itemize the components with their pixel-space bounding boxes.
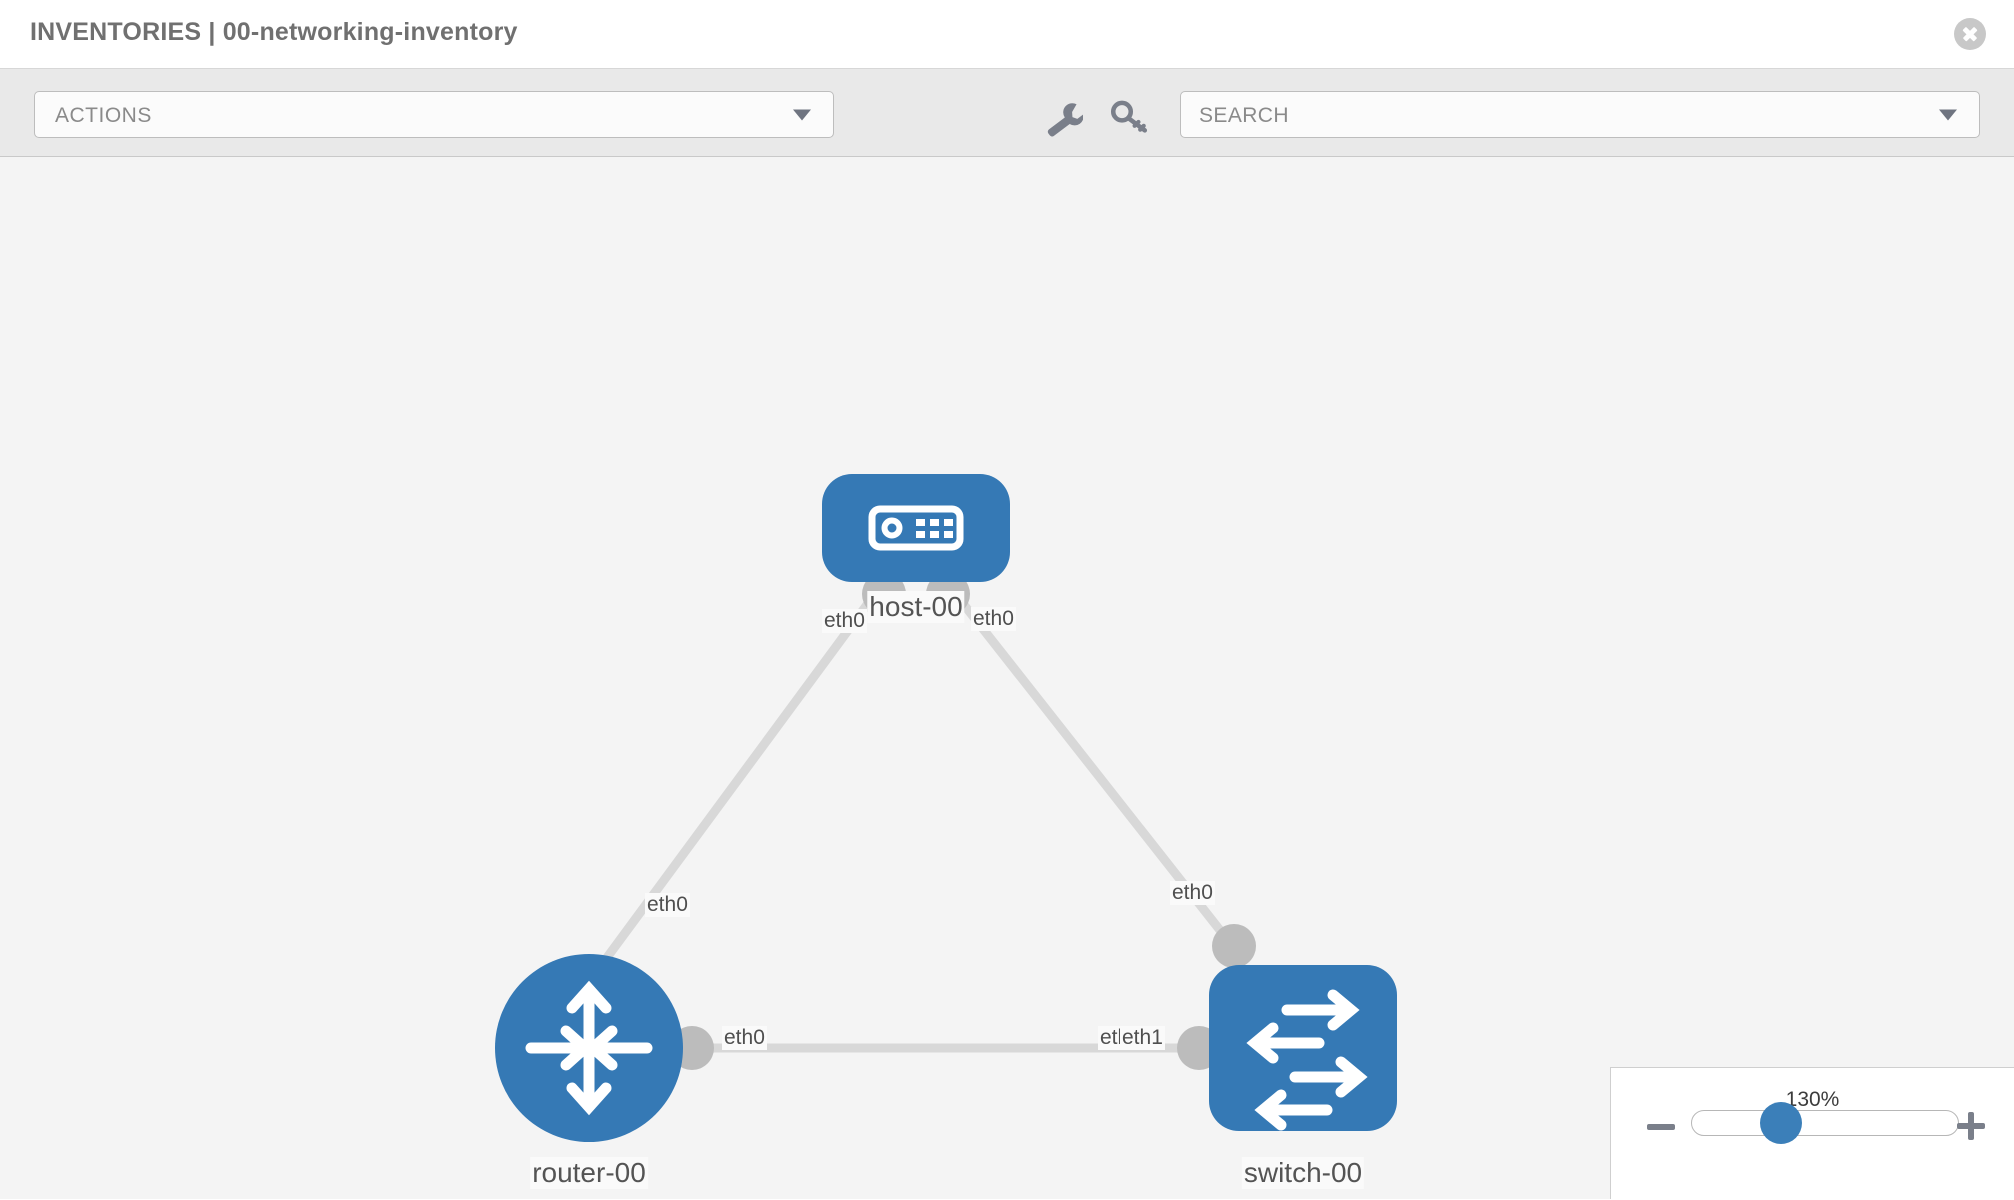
port-label-switch-upper: eth0 bbox=[1170, 881, 1215, 905]
node-router-00 bbox=[495, 954, 683, 1142]
actions-dropdown[interactable]: ACTIONS bbox=[34, 91, 834, 138]
switch-arrows-icon bbox=[1246, 989, 1368, 1131]
topology-links bbox=[596, 584, 1249, 1053]
topology-graph bbox=[495, 474, 1397, 1142]
port-label-router-right: eth0 bbox=[722, 1026, 767, 1050]
node-host-00 bbox=[822, 474, 1010, 582]
plus-icon[interactable] bbox=[1956, 1111, 1986, 1141]
node-label-switch-00: switch-00 bbox=[1241, 1157, 1365, 1189]
chevron-down-icon bbox=[793, 109, 811, 120]
node-label-host-00: host-00 bbox=[867, 591, 965, 623]
port-label-switch-left: eth1 bbox=[1120, 1026, 1165, 1050]
search-placeholder: SEARCH bbox=[1199, 104, 1289, 127]
zoom-slider-track[interactable] bbox=[1691, 1110, 1959, 1136]
link-host-switch bbox=[946, 584, 1249, 965]
node-label-router-00: router-00 bbox=[530, 1157, 648, 1189]
link-host-router bbox=[596, 584, 884, 970]
wrench-icon[interactable] bbox=[1041, 95, 1083, 137]
topology-canvas[interactable]: host-00 router-00 switch-00 eth0 eth0 et… bbox=[0, 157, 2014, 1199]
page-title: INVENTORIES | 00-networking-inventory bbox=[30, 18, 518, 46]
chevron-down-icon[interactable] bbox=[1939, 109, 1957, 120]
port-circle-switch-top bbox=[1212, 924, 1256, 968]
minus-icon[interactable] bbox=[1647, 1124, 1675, 1130]
server-icon bbox=[868, 505, 964, 551]
key-icon[interactable] bbox=[1108, 95, 1150, 137]
close-icon[interactable] bbox=[1954, 18, 1986, 50]
toolbar: ACTIONS SEARCH bbox=[0, 69, 2014, 157]
port-label-host-right: eth0 bbox=[971, 607, 1016, 631]
node-switch-00 bbox=[1209, 965, 1397, 1131]
page-header: INVENTORIES | 00-networking-inventory bbox=[0, 0, 2014, 69]
zoom-percent-label: 130% bbox=[1785, 1088, 1840, 1111]
topology-ports bbox=[670, 572, 1256, 1070]
zoom-slider-handle[interactable] bbox=[1760, 1102, 1802, 1144]
actions-dropdown-label: ACTIONS bbox=[55, 104, 152, 127]
zoom-control: 130% bbox=[1610, 1067, 2014, 1199]
port-label-host-left: eth0 bbox=[822, 609, 867, 633]
search-input[interactable]: SEARCH bbox=[1180, 91, 1980, 138]
port-label-router-upper: eth0 bbox=[645, 893, 690, 917]
router-arrows-icon bbox=[525, 980, 653, 1116]
